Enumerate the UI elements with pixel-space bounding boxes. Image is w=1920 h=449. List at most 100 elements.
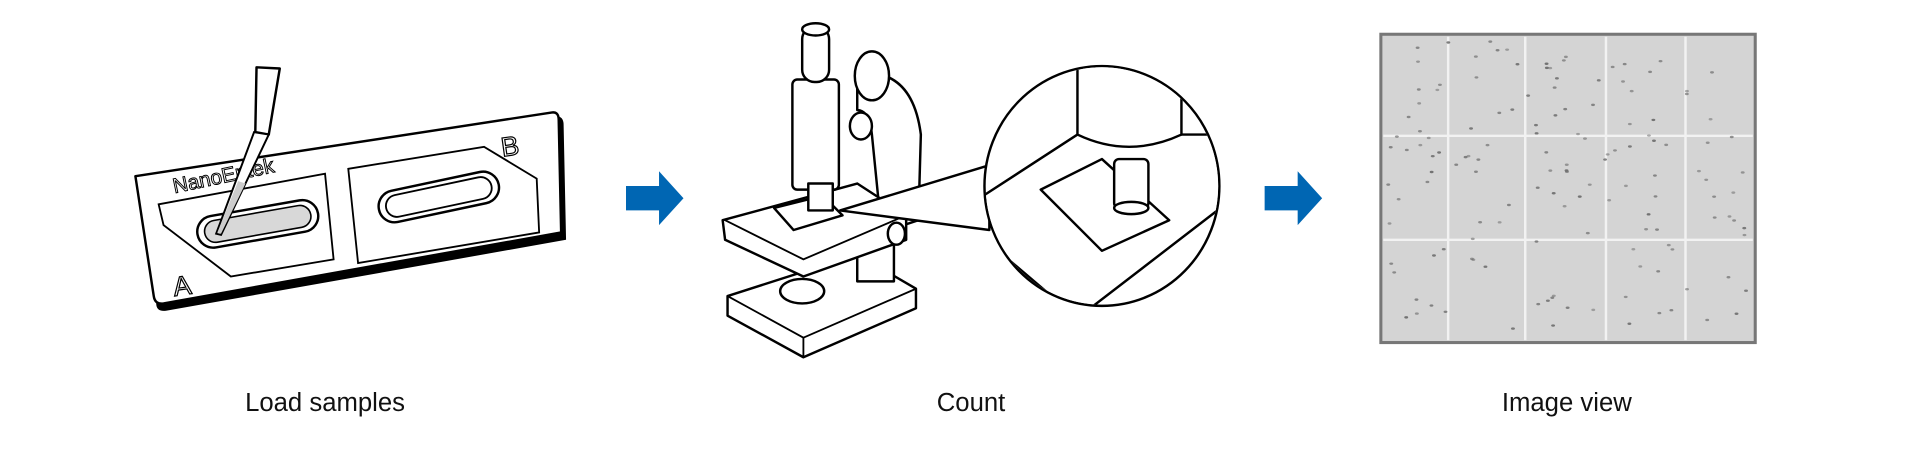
cell-speck [1534, 123, 1538, 127]
cell-speck [1652, 174, 1657, 177]
cell-speck [1704, 178, 1709, 182]
cell-speck [1563, 107, 1568, 111]
cell-speck [1497, 221, 1502, 224]
microscope-image-view [1379, 32, 1757, 345]
cell-speck [1605, 153, 1610, 156]
cell-speck [1404, 316, 1409, 319]
cell-speck [1655, 228, 1659, 231]
cell-speck [1732, 219, 1737, 222]
cell-speck [1564, 163, 1569, 166]
cell-speck [1425, 180, 1430, 184]
cell-speck [1416, 88, 1421, 91]
cell-speck [1696, 169, 1701, 173]
cell-speck [1441, 247, 1446, 251]
cell-speck [1740, 171, 1745, 174]
cell-speck [1657, 311, 1662, 315]
cell-speck [1648, 70, 1653, 74]
cell-speck [1576, 132, 1580, 136]
cell-speck [1387, 222, 1392, 225]
cell-speck [1554, 77, 1559, 80]
cell-speck [1670, 248, 1675, 251]
cell-speck [1726, 276, 1731, 279]
cell-speck [1536, 302, 1541, 306]
cell-speck [1712, 195, 1717, 198]
cell-speck [1389, 262, 1394, 265]
cell-speck [1610, 65, 1615, 69]
cell-speck [1587, 183, 1592, 186]
cell-speck [1469, 127, 1473, 130]
cell-speck [1553, 114, 1558, 117]
cell-speck [1551, 324, 1556, 327]
cell-speck [1591, 103, 1595, 107]
cell-speck [1646, 134, 1651, 137]
cell-speck [1742, 226, 1747, 230]
step-label-load-samples: Load samples [245, 389, 405, 417]
cell-speck [1437, 151, 1442, 154]
cell-speck [1474, 170, 1478, 173]
cell-speck [1476, 158, 1481, 161]
cell-speck [1417, 102, 1422, 105]
cell-speck [1454, 163, 1459, 166]
cell-speck [1392, 271, 1397, 274]
cell-speck [1548, 169, 1553, 172]
cell-speck [1577, 195, 1582, 198]
cell-speck [1478, 221, 1483, 224]
cell-speck [1394, 135, 1399, 138]
cell-speck [1526, 94, 1531, 97]
cell-speck [1708, 118, 1713, 121]
step-label-count: Count [937, 389, 1006, 417]
cell-speck [1744, 289, 1748, 292]
cell-speck [1591, 308, 1596, 312]
cell-speck [1596, 79, 1601, 82]
cell-speck [1418, 143, 1423, 147]
cell-speck [1414, 312, 1419, 315]
chamber-b-label: B [499, 130, 521, 162]
cell-speck [1388, 146, 1393, 149]
cell-speck [1495, 49, 1500, 52]
cell-speck [1515, 63, 1520, 66]
cell-speck [1631, 248, 1636, 251]
cell-speck [1432, 254, 1436, 257]
cell-speck [1488, 40, 1493, 43]
cell-speck [1685, 287, 1689, 291]
cell-speck [1583, 137, 1587, 140]
cell-speck [1545, 299, 1550, 302]
cell-speck [1684, 89, 1689, 93]
cell-speck [1731, 191, 1736, 194]
cell-speck [1534, 240, 1539, 243]
cell-speck [1734, 312, 1739, 315]
cell-speck [1627, 145, 1632, 148]
cell-speck [1463, 155, 1468, 159]
cell-speck [1705, 141, 1710, 144]
chamber-a-label: A [171, 270, 193, 302]
cell-speck [1544, 151, 1549, 154]
cell-speck [1652, 139, 1656, 143]
cell-speck [1705, 318, 1710, 322]
cell-speck [1651, 118, 1656, 122]
cell-speck [1506, 203, 1511, 207]
cell-speck [1638, 265, 1643, 268]
cell-speck [1623, 184, 1628, 188]
cell-speck [1544, 66, 1549, 70]
cell-speck [1435, 88, 1440, 92]
counting-slide-illustration: NanoEntek A B [134, 66, 567, 311]
cell-speck [1550, 296, 1555, 299]
cell-speck [1712, 216, 1717, 219]
cell-speck [1430, 154, 1435, 158]
cell-speck [1603, 158, 1608, 161]
cell-speck [1646, 213, 1651, 216]
microscope-illustration [721, 22, 1221, 359]
cell-speck [1653, 195, 1658, 198]
cell-speck [1406, 115, 1411, 119]
cell-speck [1551, 294, 1556, 298]
cell-speck [1414, 298, 1419, 301]
cell-speck [1548, 66, 1553, 70]
cell-speck [1729, 135, 1734, 139]
arrow-right-icon [1264, 171, 1323, 226]
cell-speck [1535, 186, 1540, 189]
cell-speck [1396, 197, 1401, 201]
cell-speck [1466, 154, 1471, 158]
cell-speck [1510, 108, 1515, 111]
cell-speck [1416, 60, 1420, 63]
